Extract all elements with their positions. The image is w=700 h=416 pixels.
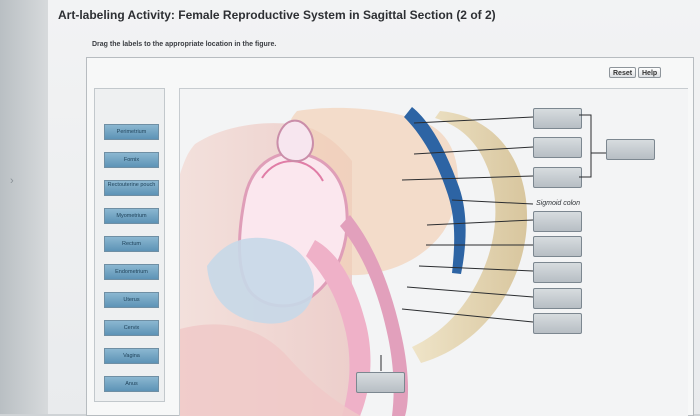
- dropzone-4[interactable]: [606, 139, 655, 160]
- dropzone-9[interactable]: [533, 313, 582, 334]
- leader-2: [413, 146, 534, 155]
- label-endometrium[interactable]: Endometrium: [104, 264, 159, 280]
- activity-page: Art-labeling Activity: Female Reproducti…: [48, 0, 700, 416]
- activity-panel: Reset Help Perimetrium Fornix Rectouteri…: [86, 57, 694, 416]
- label-rectouterine-pouch[interactable]: Rectouterine pouch: [104, 180, 159, 196]
- leader-4: [451, 199, 534, 205]
- sigmoid-colon-label: Sigmoid colon: [536, 200, 580, 207]
- ovary: [276, 119, 314, 163]
- label-anus[interactable]: Anus: [104, 376, 159, 392]
- leader-lines: [380, 114, 606, 371]
- dropzone-2[interactable]: [533, 137, 582, 158]
- label-perimetrium[interactable]: Perimetrium: [104, 124, 159, 140]
- anatomy-illustration: [180, 107, 528, 416]
- label-uterus[interactable]: Uterus: [104, 292, 159, 308]
- figure-frame: [179, 88, 688, 416]
- leader-3: [401, 175, 534, 181]
- urinary-bladder: [207, 237, 314, 324]
- label-fornix[interactable]: Fornix: [104, 152, 159, 168]
- dropzone-5[interactable]: [533, 211, 582, 232]
- leader-bracket-2: [579, 153, 592, 178]
- reset-button[interactable]: Reset: [609, 67, 637, 78]
- rectum-illustration: [340, 215, 409, 416]
- instructions: Drag the labels to the appropriate locat…: [92, 41, 277, 48]
- leader-5: [426, 219, 534, 226]
- dropzone-1[interactable]: [533, 108, 582, 129]
- leader-7: [418, 265, 534, 272]
- leader-8: [406, 286, 534, 298]
- label-myometrium[interactable]: Myometrium: [104, 208, 159, 224]
- sigmoid-colon: [404, 107, 466, 274]
- label-rectum[interactable]: Rectum: [104, 236, 159, 252]
- left-rail: ›: [0, 0, 48, 414]
- leader-9: [401, 308, 534, 323]
- vagina-illustration: [306, 240, 371, 416]
- label-bank: Perimetrium Fornix Rectouterine pouch My…: [94, 88, 165, 402]
- dropzone-10[interactable]: [356, 372, 405, 393]
- perineum: [180, 324, 361, 416]
- sacrum: [412, 111, 528, 363]
- chevron-right-icon[interactable]: ›: [10, 175, 14, 187]
- label-vagina[interactable]: Vagina: [104, 348, 159, 364]
- leader-bracket: [579, 114, 606, 154]
- page-title: Art-labeling Activity: Female Reproducti…: [58, 8, 496, 22]
- dropzone-8[interactable]: [533, 288, 582, 309]
- dropzone-6[interactable]: [533, 236, 582, 257]
- leader-1: [413, 116, 534, 124]
- label-cervix[interactable]: Cervix: [104, 320, 159, 336]
- help-button[interactable]: Help: [638, 67, 662, 78]
- dropzone-7[interactable]: [533, 262, 582, 283]
